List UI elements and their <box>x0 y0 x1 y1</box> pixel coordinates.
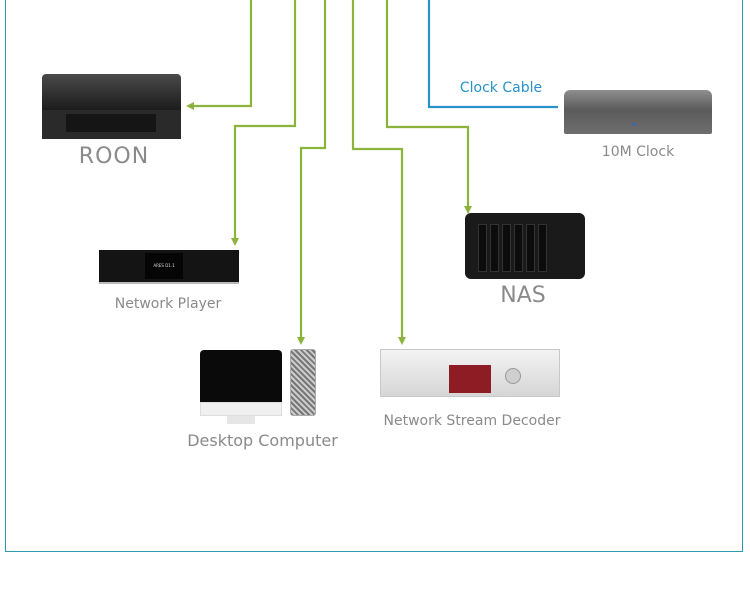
network-player-label: Network Player <box>114 296 222 312</box>
imac-chin <box>200 402 282 416</box>
decoder-screen <box>449 365 491 393</box>
wire-clock-cable <box>427 0 558 109</box>
nas-bay <box>490 224 499 272</box>
roon-ports <box>66 114 156 132</box>
nas-bay <box>526 224 535 272</box>
clock-cable-label: Clock Cable <box>459 80 543 96</box>
wire-to-network-player <box>231 0 297 246</box>
clock-icon <box>564 90 712 134</box>
nas-bay <box>538 224 547 272</box>
decoder-knob <box>505 368 521 384</box>
imac-stand <box>227 416 255 424</box>
mac-pro-icon <box>290 349 316 416</box>
wire-to-nas <box>385 0 472 214</box>
clock-led <box>633 123 636 126</box>
nas-bay <box>514 224 523 272</box>
roon-label: ROON <box>78 144 150 169</box>
nas-bay <box>478 224 487 272</box>
nas-label: NAS <box>500 283 546 308</box>
clock-label: 10M Clock <box>601 144 675 160</box>
desktop-label: Desktop Computer <box>187 431 338 450</box>
wire-to-roon <box>186 0 253 110</box>
nas-bay <box>502 224 511 272</box>
roon-server-icon <box>42 74 181 110</box>
wire-to-desktop <box>297 0 327 345</box>
decoder-label: Network Stream Decoder <box>383 413 561 429</box>
network-player-screen: ARES D1.1 <box>145 253 183 279</box>
diagram-frame <box>5 0 743 552</box>
wire-to-decoder <box>351 0 406 345</box>
imac-icon <box>200 350 282 402</box>
